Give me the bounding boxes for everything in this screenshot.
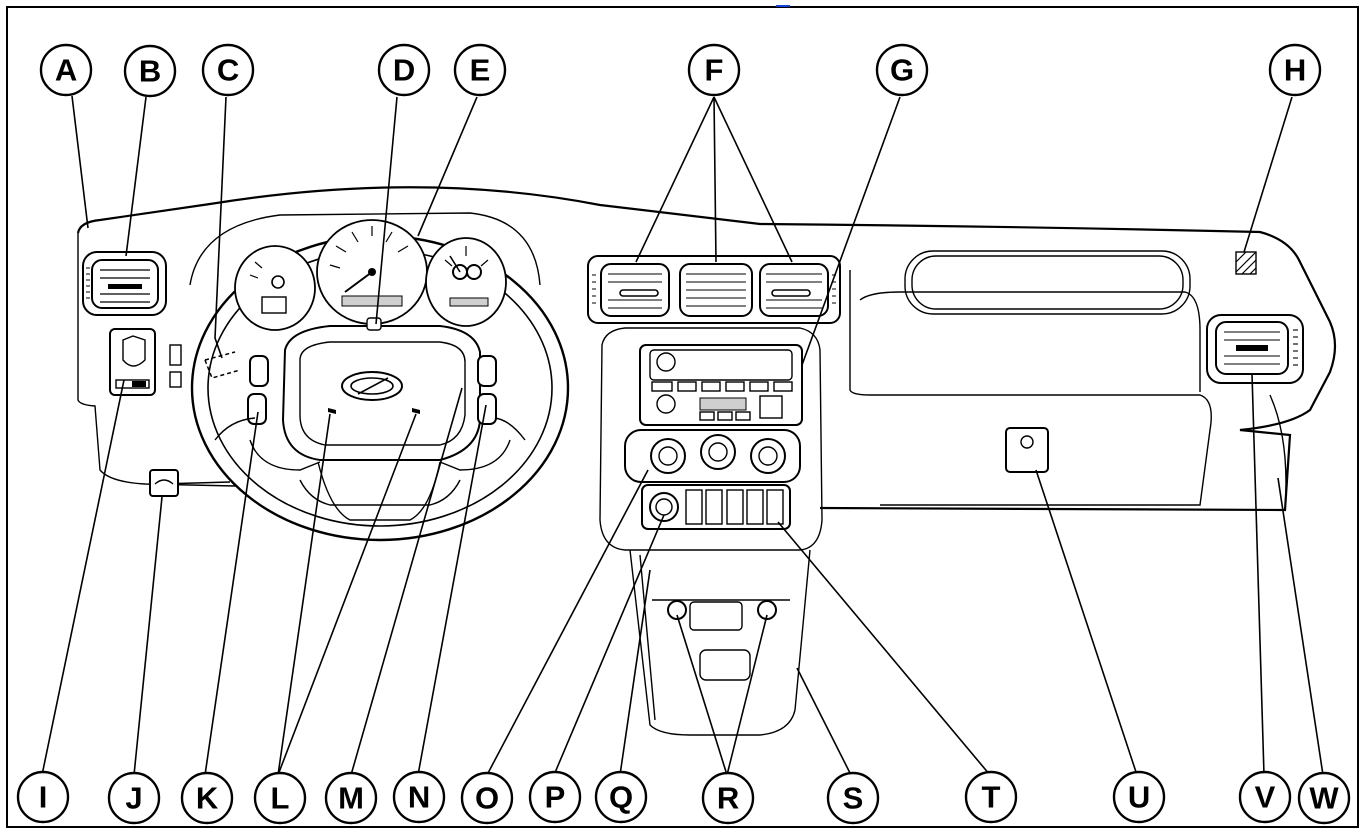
svg-text:F: F — [705, 53, 724, 88]
svg-text:C: C — [217, 53, 239, 88]
mirror-switch-panel — [109, 328, 156, 396]
svg-text:R: R — [717, 781, 739, 816]
switch-row — [641, 484, 791, 530]
callout-n: N — [392, 770, 446, 824]
svg-text:T: T — [982, 780, 1001, 815]
callout-d: D — [377, 43, 431, 97]
svg-text:I: I — [39, 780, 48, 815]
callout-t: T — [964, 770, 1018, 824]
svg-text:O: O — [475, 781, 499, 816]
svg-text:W: W — [1309, 781, 1339, 816]
callout-u: U — [1112, 770, 1166, 824]
console-tray — [689, 601, 743, 631]
left-spoke-buttons — [249, 355, 269, 387]
callout-j: J — [107, 771, 161, 825]
callout-b: B — [123, 44, 177, 98]
dash-left-outline — [77, 233, 236, 487]
callout-w: W — [1297, 771, 1351, 825]
glovebox-line — [870, 394, 1212, 506]
callout-i: I — [16, 770, 70, 824]
svg-text:G: G — [890, 53, 914, 88]
glovebox-upper — [859, 291, 1201, 392]
callout-labels: A B C D E F G H I J K L M N O P Q R S T … — [16, 43, 1351, 825]
callout-l: L — [253, 771, 307, 825]
callout-f: F — [687, 43, 741, 97]
callout-e: E — [453, 43, 507, 97]
svg-text:S: S — [843, 781, 864, 816]
center-console — [629, 549, 811, 736]
svg-text:E: E — [470, 53, 491, 88]
dashboard-drawing — [76, 186, 1337, 736]
callout-m: M — [324, 771, 378, 825]
svg-text:B: B — [139, 54, 161, 89]
instrument-cluster-hood — [189, 212, 541, 286]
svg-text:D: D — [393, 53, 415, 88]
callout-a: A — [39, 43, 93, 97]
callout-p: P — [528, 770, 582, 824]
callout-o: O — [460, 771, 514, 825]
callout-g: G — [875, 43, 929, 97]
leader-lines — [41, 95, 1324, 776]
radio — [639, 344, 803, 426]
svg-text:V: V — [1255, 780, 1276, 815]
center-stack — [599, 327, 823, 551]
callout-c: C — [201, 43, 255, 97]
right-spoke-buttons — [477, 355, 497, 387]
callout-q: Q — [594, 770, 648, 824]
svg-text:K: K — [196, 781, 219, 816]
ignition-switch — [649, 492, 679, 522]
glovebox-slot-inner — [911, 255, 1184, 310]
callout-h: H — [1268, 43, 1322, 97]
diagram-frame — [6, 6, 1359, 828]
svg-text:J: J — [125, 781, 142, 816]
glovebox-latch — [1005, 427, 1049, 473]
svg-text:Q: Q — [609, 780, 633, 815]
callout-k: K — [180, 771, 234, 825]
hood-release — [149, 469, 179, 497]
svg-text:H: H — [1284, 53, 1306, 88]
callout-r: R — [701, 771, 755, 825]
svg-text:N: N — [408, 780, 430, 815]
page-top-mark — [776, 0, 790, 7]
svg-text:L: L — [271, 781, 290, 816]
svg-text:U: U — [1128, 780, 1150, 815]
svg-text:A: A — [55, 53, 77, 88]
svg-text:P: P — [545, 780, 566, 815]
glovebox-slot — [904, 250, 1191, 315]
callout-s: S — [826, 771, 880, 825]
svg-text:M: M — [338, 781, 364, 816]
callout-v: V — [1238, 770, 1292, 824]
